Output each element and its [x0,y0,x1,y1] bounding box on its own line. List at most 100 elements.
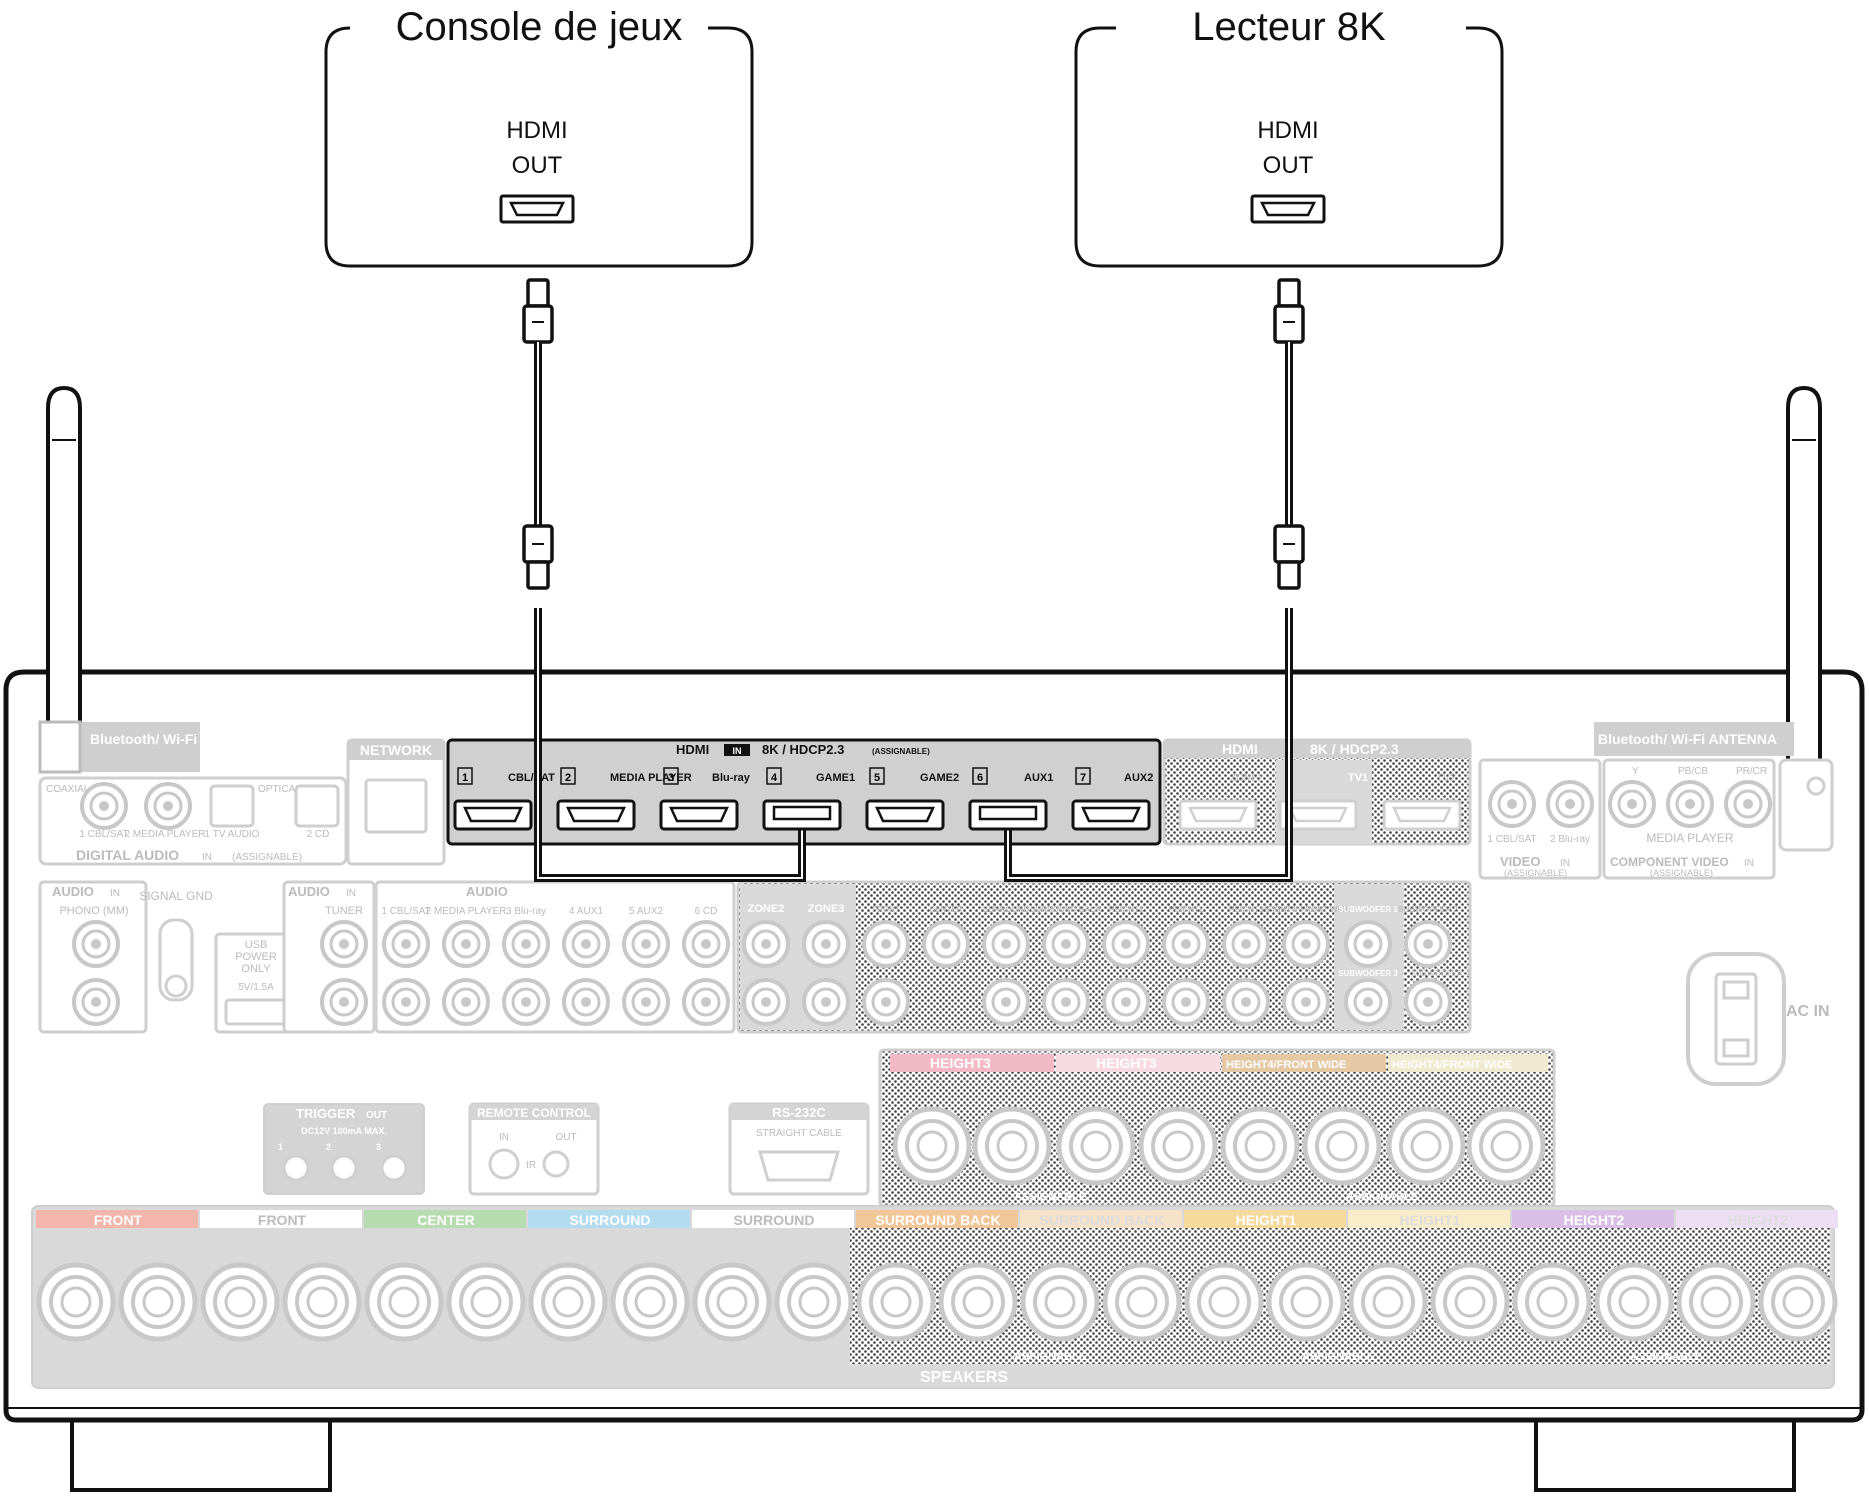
speaker-post-2-plus [203,1265,277,1339]
signal-gnd-label: SIGNAL GND [139,889,213,903]
video-note: (ASSIGNABLE) [1504,868,1567,878]
audio-inputs-jacks: 1 CBL/SAT 2 MEDIA PLAYER 3 Blu-ray 4 AUX… [381,906,730,1026]
hdmi-in-spec: 8K / HDCP2.3 [762,742,844,757]
bt-wifi-antenna-right-label: Bluetooth/ Wi-Fi ANTENNA [1594,722,1794,756]
remote-ir: IR [526,1160,536,1171]
hdmi-in-port-7-num: 7 [1080,772,1086,784]
speaker-post-8-minus [1269,1265,1343,1339]
hdmi-in-port-1-num: 1 [462,772,468,784]
trigger-port-3: 3 [376,1142,381,1152]
speaker-group-header-2 [200,1210,362,1228]
digital-audio-title: DIGITAL AUDIO [76,847,179,863]
ac-in-socket: AC IN [1686,952,1830,1086]
assignable-2: ASSIGNABLE [1302,1351,1374,1363]
preout-label-5: SURROUND [983,905,1029,914]
preout-label-4: CENTER [930,905,963,914]
player-8k-device: Lecteur 8K HDMI OUT [1074,5,1504,268]
coaxial-label: COAXIAL [46,784,90,795]
audio-input-label-4: 4 AUX1 [569,906,603,917]
audio-input-label-3: 3 Blu-ray [506,906,546,917]
hdmi-in-port-6-plugged [968,799,1048,831]
audio-inputs-title: AUDIO [466,884,508,899]
digital-port-1: 1 CBL/SAT [79,829,128,840]
signal-gnd: SIGNAL GND [139,889,213,1002]
hdmi-in-port-4-num: 4 [771,772,778,784]
digital-port-2: 2 MEDIA PLAYER [125,829,206,840]
game-console-device: Console de jeux HDMI OUT [324,5,754,268]
trigger-spec: DC12V 100mA MAX. [301,1126,387,1136]
hdmi-out-tv1: TV1 [1348,772,1368,784]
preout-label-9: HEIGHT3 [1229,905,1264,914]
hdmi-out-section: HDMI 8K / HDCP2.3 TV1 ZONE2 TV2 [1162,738,1472,846]
speaker-post-3-minus [449,1265,523,1339]
component-y: Y [1632,766,1639,777]
video-port-2: 2 Blu-ray [1550,834,1590,845]
component-pr: PR/CR [1736,766,1767,777]
audio-tuner-section: AUDIO IN TUNER [282,880,376,1034]
preout-label-6: SURROUND BACK [1030,905,1102,914]
speaker-group-label-6: SURROUND BACK [875,1212,1000,1228]
hdmi-in-port-5-label: GAME2 [920,772,959,784]
trigger-title: TRIGGER [296,1106,356,1121]
preout-label-10: HEIGHT4/ FRONT WIDE [1261,905,1351,914]
upper-speaker-terminals: HEIGHT3 HEIGHT3 HEIGHT4/FRONT WIDE HEIGH… [878,1048,1556,1208]
network-port: NETWORK [346,738,446,866]
hdmi-in-title: HDMI [676,742,709,757]
speaker-group-header-3 [364,1210,526,1228]
speaker-group-header-7 [1020,1210,1182,1228]
speaker-post-4-minus [613,1265,687,1339]
speaker-post-5-minus [777,1265,851,1339]
hdmi-in-port-4-label: GAME1 [816,772,855,784]
rs232c-title: RS-232C [772,1105,826,1120]
rs232c-section: RS-232C STRAIGHT CABLE [728,1102,870,1196]
optical-label: OPTICAL [258,784,301,795]
remote-title: REMOTE CONTROL [477,1106,591,1120]
speaker-group-label-7: SURROUND BACK [1039,1212,1164,1228]
speaker-group-header-1 [36,1210,198,1228]
hdmi-cable-player-8k [1273,278,1305,590]
speaker-group-label-11: HEIGHT2 [1728,1212,1789,1228]
cable-route-player-8k [1004,608,1293,882]
hdmi-in-port-7: 7 AUX2 [1071,767,1153,831]
preout-label-3: FRONT [872,905,900,914]
video-section: 1 CBL/SAT 2 Blu-ray VIDEO IN (ASSIGNABLE… [1478,758,1602,880]
hdmi-in-port-5: 5 GAME2 [865,767,959,831]
bt-wifi-right-text: Bluetooth/ Wi-Fi ANTENNA [1598,731,1777,747]
remote-control-section: REMOTE CONTROL IN OUT IR [468,1102,600,1196]
hdmi-out-zone2: ZONE2 [1230,773,1264,784]
speaker-post-10-plus [1515,1265,1589,1339]
speaker-group-label-4: SURROUND [570,1212,651,1228]
bt-wifi-antenna-left-label: Bluetooth/ Wi-Fi ANTENNA [38,720,269,774]
speaker-post-10-minus [1597,1265,1671,1339]
speakers-title: SPEAKERS [920,1369,1008,1386]
upper-label-3: HEIGHT4/FRONT WIDE [1226,1059,1346,1071]
hdmi-in-port-3: 3 Blu-ray [659,767,751,831]
speaker-group-header-10 [1512,1210,1674,1228]
right-antenna [1786,385,1822,772]
speaker-group-label-8: HEIGHT1 [1236,1212,1297,1228]
speaker-post-5-plus [695,1265,769,1339]
video-badge: IN [1560,858,1570,869]
player-8k-hdmi-out-port [1250,194,1326,224]
hdmi-in-port-7-label: AUX2 [1124,772,1153,784]
speaker-group-label-3: CENTER [417,1212,475,1228]
audio-phono-section: AUDIO IN PHONO (MM) [38,880,148,1034]
usb-power-port: USB POWER ONLY 5V/1.5A [214,932,298,1034]
audio-tuner-badge: IN [346,888,356,899]
ac-in-label: AC IN [1786,1003,1830,1020]
video-port-1: 1 CBL/SAT [1487,834,1536,845]
assignable-1: ASSIGNABLE [1014,1351,1086,1363]
speaker-post-6-plus [859,1265,933,1339]
audio-input-label-6: 6 CD [695,906,718,917]
hdmi-in-port-1-label: CBL/SAT [508,772,555,784]
speaker-post-7-plus [1023,1265,1097,1339]
component-note: (ASSIGNABLE) [1650,868,1713,878]
digital-audio-note: (ASSIGNABLE) [232,852,302,863]
hdmi-cable-game-console [522,278,554,590]
sub3-label: SUBWOOFER 3 [1338,969,1398,978]
speaker-post-9-plus [1351,1265,1425,1339]
audio-tuner-label: TUNER [325,905,363,917]
speaker-post-4-plus [531,1265,605,1339]
upper-label-1: HEIGHT3 [930,1055,991,1071]
